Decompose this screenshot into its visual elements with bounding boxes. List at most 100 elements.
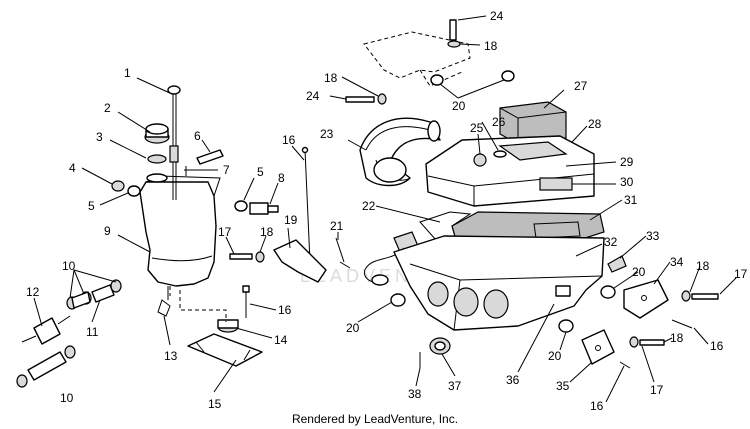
bolt-17-mid	[229, 253, 253, 260]
callout-26: 26	[492, 115, 506, 129]
grommet-20-lower	[558, 319, 574, 333]
long-bolt-16	[304, 149, 311, 263]
callout-16d: 16	[590, 399, 604, 413]
callout-30: 30	[620, 175, 634, 189]
callout-36: 36	[506, 373, 520, 387]
callout-21: 21	[330, 219, 344, 233]
hose-clamp-e	[64, 345, 76, 359]
hose-clamp-c	[110, 279, 122, 293]
fuel-filter	[33, 317, 61, 345]
cap-gasket	[147, 154, 167, 164]
callout-35: 35	[556, 379, 570, 393]
vent-fitting	[184, 166, 192, 176]
callout-24b: 24	[306, 89, 320, 103]
bolt-17-right-low	[639, 339, 665, 346]
callout-27: 27	[574, 79, 588, 93]
callout-38: 38	[408, 387, 422, 401]
callout-1: 1	[124, 66, 131, 80]
callout-4: 4	[69, 161, 76, 175]
washer-4	[111, 180, 125, 192]
callout-29: 29	[620, 155, 634, 169]
leader-lines	[33, 15, 737, 403]
callout-20a: 20	[452, 99, 466, 113]
callout-17b: 17	[734, 267, 748, 281]
callout-2: 2	[104, 101, 111, 115]
callout-34: 34	[670, 255, 684, 269]
grommet-20-top-b	[501, 70, 515, 82]
callout-33: 33	[646, 229, 660, 243]
callout-10b: 10	[60, 391, 74, 405]
callout-10a: 10	[62, 259, 76, 273]
sensor-21	[335, 237, 351, 269]
callout-28: 28	[588, 117, 602, 131]
callout-7: 7	[223, 163, 230, 177]
grommet-20-left	[390, 293, 406, 307]
cover-latch	[539, 177, 573, 191]
callout-31: 31	[624, 193, 638, 207]
knob-25	[473, 153, 487, 167]
fuel-sender-top	[167, 85, 181, 95]
clip-33	[607, 255, 627, 273]
callout-17c: 17	[650, 383, 664, 397]
callouts: 1 2 3 4 5 5 6 7 8 9 10 10 11 12 13 14 15…	[26, 9, 748, 413]
callout-18e: 18	[670, 331, 684, 345]
bolt-16-right-b	[619, 361, 631, 369]
callout-5a: 5	[88, 199, 95, 213]
callout-17a: 17	[218, 225, 232, 239]
grommet-20-right	[600, 285, 616, 299]
callout-13: 13	[164, 349, 178, 363]
fuel-tank	[139, 181, 217, 287]
callout-19: 19	[284, 213, 298, 227]
callout-23: 23	[320, 127, 334, 141]
callout-16b: 16	[282, 133, 296, 147]
callout-18a: 18	[260, 225, 274, 239]
fuel-line-11	[91, 284, 115, 303]
callout-37: 37	[448, 379, 462, 393]
airbox-drain	[555, 285, 571, 297]
bolt-24-top	[449, 19, 457, 41]
callout-16a: 16	[278, 303, 292, 317]
airbox-base	[393, 235, 605, 331]
hose-clamp-d	[16, 374, 28, 388]
washer-18-side	[377, 93, 387, 105]
airbox-port-b	[453, 287, 479, 317]
callout-20b: 20	[346, 321, 360, 335]
washer-18-mid	[255, 251, 265, 263]
fuel-line-lower	[27, 351, 67, 381]
grommet-5a	[127, 185, 141, 197]
washer-18-right-low	[629, 336, 639, 348]
airbox-port-a	[427, 281, 449, 307]
callout-16c: 16	[710, 339, 724, 353]
credit-text: Rendered by LeadVenture, Inc.	[291, 412, 459, 426]
tank-bolt	[249, 202, 269, 215]
washer-18-top	[447, 40, 461, 48]
bracket-19	[273, 239, 327, 283]
callout-12: 12	[26, 285, 40, 299]
callout-6: 6	[194, 129, 201, 143]
foam-pad-27	[499, 101, 567, 145]
callout-8: 8	[278, 171, 285, 185]
bracket-35	[581, 329, 615, 365]
outlet-fitting	[157, 286, 171, 317]
airbox-port-c	[483, 289, 509, 319]
callout-22: 22	[362, 199, 376, 213]
cover-insert	[498, 141, 568, 161]
washer-26	[493, 150, 507, 158]
callout-5b: 5	[257, 165, 264, 179]
callout-18c: 18	[324, 71, 338, 85]
callout-18d: 18	[696, 259, 710, 273]
vent-hose	[196, 149, 224, 165]
callout-18b: 18	[484, 39, 498, 53]
callout-32: 32	[604, 235, 618, 249]
washer-18-right-top	[681, 290, 691, 302]
filler-neck	[146, 173, 168, 183]
bolt-17-right-top	[691, 293, 719, 300]
callout-11: 11	[86, 325, 99, 339]
bolt-24-side	[345, 96, 375, 103]
grommet-20-top-a	[430, 74, 444, 86]
bolt-16-right-a	[671, 319, 693, 329]
grommet-5b	[234, 200, 248, 212]
tank-mount-bracket	[187, 333, 263, 367]
callout-14: 14	[274, 333, 288, 347]
